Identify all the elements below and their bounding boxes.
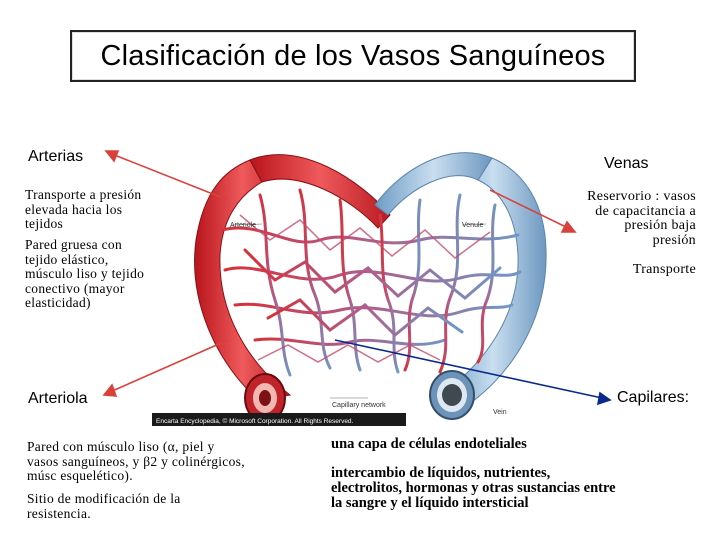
venas-line: presión baja	[624, 218, 696, 233]
arrow-capilares	[334, 339, 612, 406]
arteriole-illustration-label: Arteriole	[230, 222, 256, 229]
arterias-text-1: Transporte a presión elevada hacia los t…	[25, 187, 185, 232]
arrow-arteriola	[102, 339, 229, 397]
vein-illustration-label: Vein	[493, 409, 507, 416]
arterias-heading: Arterias	[28, 148, 84, 165]
arterias-line: Transporte a presión	[25, 187, 142, 202]
arterias-line: músculo liso y tejido	[25, 266, 145, 281]
title-box: Clasificación de los Vasos Sanguíneos	[70, 30, 636, 82]
capillary-network	[220, 188, 522, 377]
page-title: Clasificación de los Vasos Sanguíneos	[100, 39, 606, 72]
arrow-arterias	[104, 150, 229, 201]
capilares-line: la sangre y el líquido intersticial	[331, 495, 529, 511]
capilares-heading: Capilares:	[617, 389, 690, 406]
arrow-venas	[489, 189, 577, 233]
arteriole-branch	[249, 154, 391, 229]
venas-line: Reservorio : vasos	[587, 189, 696, 204]
venas-text-1: Reservorio : vasos de capacitancia a pre…	[540, 189, 696, 248]
arterias-line: Pared gruesa con	[25, 237, 123, 252]
venas-text-2: Transporte	[632, 262, 696, 277]
venas-heading: Venas	[604, 155, 649, 172]
capillary-illustration-label: Capillary network	[332, 402, 386, 409]
arterias-line: elasticidad)	[25, 295, 91, 310]
arteriola-line: músc esquelético).	[27, 468, 133, 483]
artery-cross-section	[244, 373, 286, 423]
arterias-text-2: Pared gruesa con tejido elástico, múscul…	[25, 237, 185, 311]
venule-illustration-label: Venule	[462, 222, 484, 229]
arteriola-text-1: Pared con músculo liso (α, piel y vasos …	[27, 439, 297, 484]
capilares-line: intercambio de líquidos, nutrientes,	[331, 465, 551, 481]
capilares-text-1: una capa de células endoteliales	[331, 436, 527, 452]
arterias-line: conectivo (mayor	[25, 280, 125, 296]
vein-cross-section	[429, 370, 475, 420]
copyright-text: Encarta Encyclopedia, © Microsoft Corpor…	[156, 417, 354, 425]
venas-line: de capacitancia a	[595, 203, 696, 219]
capilares-line: electrolitos, hormonas y otras sustancia…	[331, 480, 616, 496]
venas-line: presión	[652, 232, 696, 248]
arterias-line: tejidos	[25, 216, 64, 231]
arterias-line: elevada hacia los	[25, 201, 123, 217]
arteriola-line: Sitio de modificación de la	[27, 491, 181, 506]
capilares-text-2: intercambio de líquidos, nutrientes, ele…	[331, 466, 711, 511]
arterias-line: tejido elástico,	[25, 251, 109, 267]
arteriola-line: resistencia.	[27, 505, 91, 521]
arteriola-heading: Arteriola	[28, 390, 88, 407]
copyright-strip	[152, 413, 406, 426]
arteriola-text-2: Sitio de modificación de la resistencia.	[27, 491, 297, 521]
venule-branch	[374, 152, 493, 216]
arteriola-line: vasos sanguíneos, y β2 y colinérgicos,	[27, 453, 245, 469]
arteriola-line: Pared con músculo liso (α, piel y	[27, 439, 215, 454]
